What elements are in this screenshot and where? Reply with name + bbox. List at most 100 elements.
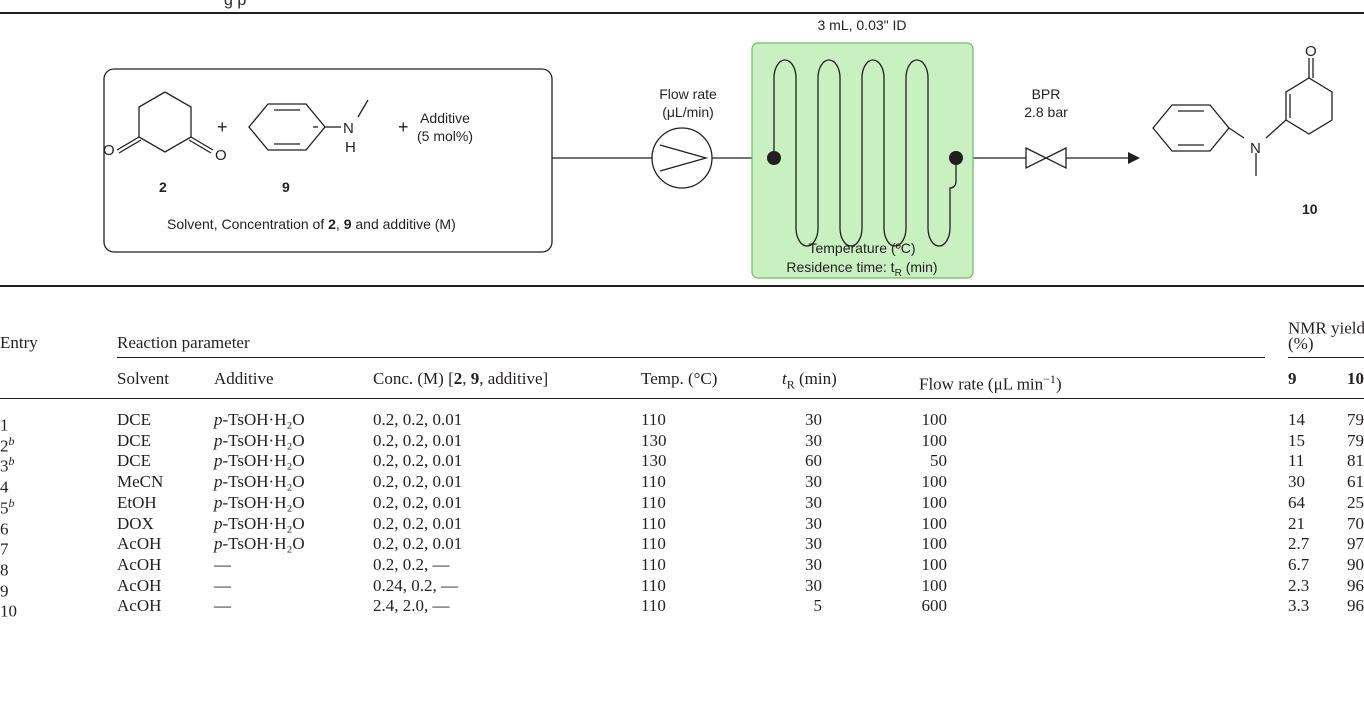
cell-entry: 9 (0, 581, 9, 601)
cell-solvent: DCE (117, 410, 151, 429)
cell-y10: 97 (1347, 534, 1364, 554)
cell-tr: 30 (805, 513, 822, 533)
col-temp: Temp. (°C) (641, 369, 718, 388)
cell-additive: p-TsOH·H₂O (214, 513, 305, 533)
cell-tr: 60 (805, 451, 822, 471)
cell-solvent: AcOH (117, 554, 162, 574)
cell-y9: 2.3 (1288, 575, 1310, 595)
cell-conc: 0.2, 0.2, 0.01 (373, 451, 463, 471)
table-top-rule (0, 285, 1364, 287)
col-additive: Additive (214, 369, 274, 388)
cell-tr: 30 (805, 492, 822, 512)
header-reaction-parameter: Reaction parameter (117, 333, 250, 352)
conditions-line: Solvent, Concentration of 2, 9 and addit… (167, 216, 456, 232)
header-bottom-rule (0, 398, 1364, 399)
cell-conc: 2.4, 2.0, — (373, 596, 450, 616)
atom-O-left: O (103, 142, 115, 159)
additive-label: Additive (420, 110, 470, 126)
cell-y10: 79 (1347, 410, 1364, 429)
cell-temp: 130 (641, 451, 667, 471)
pump-icon (651, 127, 713, 189)
compound-label-10: 10 (1302, 201, 1318, 217)
cell-additive: p-TsOH·H₂O (214, 430, 305, 450)
atom-N-9: N (343, 120, 354, 137)
cell-y10: 81 (1347, 451, 1364, 471)
col-yield-10: 10 (1347, 369, 1364, 388)
cell-entry: 4 (0, 477, 9, 497)
cell-flow: 50 (930, 451, 947, 471)
cell-tr: 30 (805, 430, 822, 450)
cell-y9: 2.7 (1288, 534, 1310, 554)
caption-fragment: g p (224, 0, 247, 9)
plus-sign-2: + (398, 117, 409, 137)
cell-additive: — (214, 554, 231, 574)
cell-tr: 30 (805, 554, 822, 574)
col-residence-time: tR (min) (782, 369, 837, 392)
cell-entry: 8 (0, 560, 9, 580)
cell-y10: 25 (1347, 492, 1364, 512)
atom-N-10: N (1250, 140, 1261, 157)
col-flow-rate: Flow rate (μL min−1) (919, 372, 1062, 394)
cell-flow: 600 (921, 596, 948, 616)
atom-O-right: O (215, 147, 227, 164)
cell-entry: 7 (0, 539, 9, 559)
cell-temp: 110 (641, 410, 666, 429)
cell-conc: 0.2, 0.2, 0.01 (373, 534, 463, 554)
cell-tr: 30 (805, 410, 822, 429)
cell-y10: 96 (1347, 575, 1364, 595)
cell-conc: 0.2, 0.2, 0.01 (373, 513, 463, 533)
cell-solvent: MeCN (117, 472, 164, 492)
header-nmr-yield-unit: (%) (1288, 334, 1314, 353)
cell-entry: 2b (0, 433, 15, 456)
cell-solvent: DOX (117, 513, 154, 533)
cell-flow: 100 (921, 575, 948, 595)
col-solvent: Solvent (117, 369, 169, 388)
header-nmr-yield: NMR yielda (1288, 318, 1364, 338)
atom-H-9: H (345, 139, 356, 156)
cell-conc: 0.2, 0.2, 0.01 (373, 410, 463, 429)
cell-tr: 30 (805, 575, 822, 595)
flow-scheme-diagram: O O 2 + N H 9 + Additive (5 mol%) Solven… (103, 17, 1333, 279)
cell-y9: 21 (1288, 513, 1305, 533)
cell-entry: 10 (0, 601, 17, 621)
temperature-label: Temperature (ºC) (808, 240, 915, 256)
cell-y10: 79 (1347, 430, 1364, 450)
cell-additive: — (214, 596, 231, 616)
cell-flow: 100 (921, 513, 948, 533)
flow-rate-unit: (μL/min) (662, 104, 714, 120)
col-yield-9: 9 (1288, 369, 1297, 388)
cell-solvent: EtOH (117, 492, 157, 512)
cell-tr: 30 (805, 534, 822, 554)
molecule-2 (116, 91, 214, 154)
cell-y9: 64 (1288, 492, 1305, 512)
cell-flow: 100 (921, 534, 948, 554)
cell-additive: p-TsOH·H₂O (214, 472, 305, 492)
cell-solvent: DCE (117, 430, 151, 450)
plus-sign-1: + (217, 117, 228, 137)
cell-y9: 15 (1288, 430, 1305, 450)
compound-label-2: 2 (159, 179, 167, 195)
cell-additive: — (214, 575, 231, 595)
molecule-10 (1152, 58, 1333, 176)
cell-solvent: AcOH (117, 575, 162, 595)
cell-conc: 0.2, 0.2, 0.01 (373, 492, 463, 512)
cell-additive: p-TsOH·H₂O (214, 451, 305, 471)
reaction-parameter-underline (117, 357, 1265, 358)
cell-y10: 96 (1347, 596, 1364, 616)
cell-y9: 11 (1288, 451, 1305, 471)
bpr-label: BPR (1032, 86, 1061, 102)
nmr-yield-underline (1288, 357, 1364, 358)
reagent-box (103, 68, 553, 253)
cell-flow: 100 (921, 492, 948, 512)
col-conc: Conc. (M) [2, 9, additive] (373, 369, 549, 388)
cell-y10: 61 (1347, 472, 1364, 492)
cell-flow: 100 (921, 430, 948, 450)
cell-y9: 30 (1288, 472, 1305, 492)
cell-temp: 110 (641, 472, 666, 492)
cell-conc: 0.2, 0.2, 0.01 (373, 472, 463, 492)
cell-flow: 100 (921, 410, 948, 429)
atom-O-10: O (1305, 43, 1317, 60)
molecule-9 (248, 99, 369, 151)
bpr-pressure: 2.8 bar (1024, 104, 1068, 120)
cell-additive: p-TsOH·H₂O (214, 492, 305, 512)
